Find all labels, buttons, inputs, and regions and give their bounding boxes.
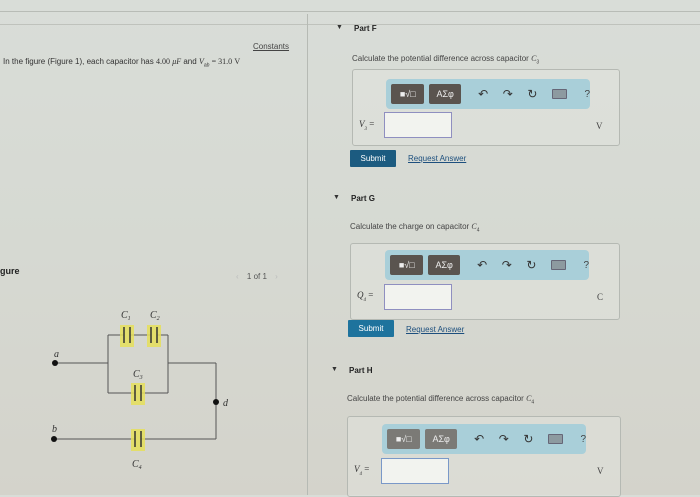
part-h-unit: V xyxy=(597,466,604,476)
part-g-answer-input[interactable] xyxy=(384,284,452,310)
part-h-title[interactable]: Part H xyxy=(349,366,373,375)
c4-label: C4 xyxy=(132,459,142,471)
part-f-title[interactable]: Part F xyxy=(354,24,377,33)
question-var: C xyxy=(526,394,532,403)
help-icon[interactable]: ? xyxy=(583,259,590,271)
redo-icon[interactable]: ↷ xyxy=(502,87,513,101)
prev-figure-button[interactable]: ‹ xyxy=(236,272,239,281)
question-sub: 4 xyxy=(531,399,535,406)
part-h-collapse-icon[interactable]: ▼ xyxy=(331,366,338,373)
greek-symbols-button[interactable]: ΑΣφ xyxy=(429,84,461,104)
reset-icon[interactable]: ↻ xyxy=(526,258,537,272)
and-text: and xyxy=(183,57,197,66)
keyboard-icon[interactable] xyxy=(550,260,567,270)
question-var: C xyxy=(531,54,537,63)
next-figure-button[interactable]: › xyxy=(275,272,278,281)
part-g-question: Calculate the charge on capacitor C4 xyxy=(350,222,480,234)
part-g-request-answer-link[interactable]: Request Answer xyxy=(406,325,465,334)
pane-divider[interactable] xyxy=(307,14,308,495)
part-g-unit: C xyxy=(597,292,604,302)
node-b-label: b xyxy=(52,424,57,435)
help-icon[interactable]: ? xyxy=(584,88,591,100)
part-g-math-toolbar: ■√□ ΑΣφ ↶ ↷ ↻ ? xyxy=(385,250,589,280)
part-f-unit: V xyxy=(596,121,603,131)
undo-icon[interactable]: ↶ xyxy=(477,258,488,272)
part-h-answer-label: V4 = xyxy=(354,464,370,477)
redo-icon[interactable]: ↷ xyxy=(501,258,512,272)
part-h-math-toolbar: ■√□ ΑΣφ ↶ ↷ ↻ ? xyxy=(382,424,586,454)
capacitance-unit: μF xyxy=(172,57,182,66)
question-text: Calculate the potential difference acros… xyxy=(352,54,529,63)
part-g-title[interactable]: Part G xyxy=(351,194,376,203)
node-a-label: a xyxy=(54,349,59,360)
voltage-sub: ab xyxy=(203,62,210,69)
keyboard-icon[interactable] xyxy=(551,89,568,99)
redo-icon[interactable]: ↷ xyxy=(498,432,509,446)
c3-label: C3 xyxy=(133,369,143,381)
question-var: C xyxy=(471,222,477,231)
question-sub: 4 xyxy=(476,227,480,234)
help-icon[interactable]: ? xyxy=(580,433,587,445)
voltage-label: V xyxy=(198,57,204,66)
intro-text: In the figure (Figure 1), each capacitor… xyxy=(3,57,154,66)
node-d-label: d xyxy=(223,398,229,409)
top-divider xyxy=(0,11,700,12)
question-text: Calculate the charge on capacitor xyxy=(350,222,470,231)
pager-count: 1 of 1 xyxy=(246,272,267,281)
undo-icon[interactable]: ↶ xyxy=(474,432,485,446)
greek-symbols-button[interactable]: ΑΣφ xyxy=(425,429,457,449)
part-f-submit-button[interactable]: Submit xyxy=(350,150,396,167)
keyboard-icon[interactable] xyxy=(547,434,564,444)
constants-link[interactable]: Constants xyxy=(253,42,290,51)
top-divider-2 xyxy=(0,24,700,25)
c1-label: C1 xyxy=(121,310,131,322)
part-f-answer-input[interactable] xyxy=(384,112,452,138)
part-f-question: Calculate the potential difference acros… xyxy=(352,54,539,66)
undo-icon[interactable]: ↶ xyxy=(478,87,489,101)
voltage-value: = 31.0 xyxy=(211,57,233,66)
reset-icon[interactable]: ↻ xyxy=(527,87,538,101)
part-g-submit-button[interactable]: Submit xyxy=(348,320,394,337)
circuit-diagram: a b d C1 C2 C3 C4 xyxy=(40,295,240,490)
part-f-request-answer-link[interactable]: Request Answer xyxy=(408,154,467,163)
problem-statement: In the figure (Figure 1), each capacitor… xyxy=(3,57,240,69)
greek-symbols-button[interactable]: ΑΣφ xyxy=(428,255,460,275)
question-sub: 3 xyxy=(536,59,540,66)
part-f-collapse-icon[interactable]: ▼ xyxy=(336,24,343,31)
templates-button[interactable]: ■√□ xyxy=(387,429,421,449)
part-g-answer-label: Q4 = xyxy=(357,290,374,303)
question-text: Calculate the potential difference acros… xyxy=(347,394,524,403)
part-h-answer-input[interactable] xyxy=(381,458,449,484)
part-f-math-toolbar: ■√□ ΑΣφ ↶ ↷ ↻ ? xyxy=(386,79,590,109)
capacitance-value: 4.00 xyxy=(155,57,170,66)
figure-pager: ‹ 1 of 1 › xyxy=(230,272,284,281)
templates-button[interactable]: ■√□ xyxy=(391,84,425,104)
c2-label: C2 xyxy=(150,310,160,322)
part-h-question: Calculate the potential difference acros… xyxy=(347,394,534,406)
figure-title: gure xyxy=(0,266,20,276)
part-g-collapse-icon[interactable]: ▼ xyxy=(333,194,340,201)
reset-icon[interactable]: ↻ xyxy=(523,432,534,446)
part-f-answer-label: V3 = xyxy=(359,119,375,132)
templates-button[interactable]: ■√□ xyxy=(390,255,424,275)
voltage-unit: V xyxy=(234,57,241,66)
